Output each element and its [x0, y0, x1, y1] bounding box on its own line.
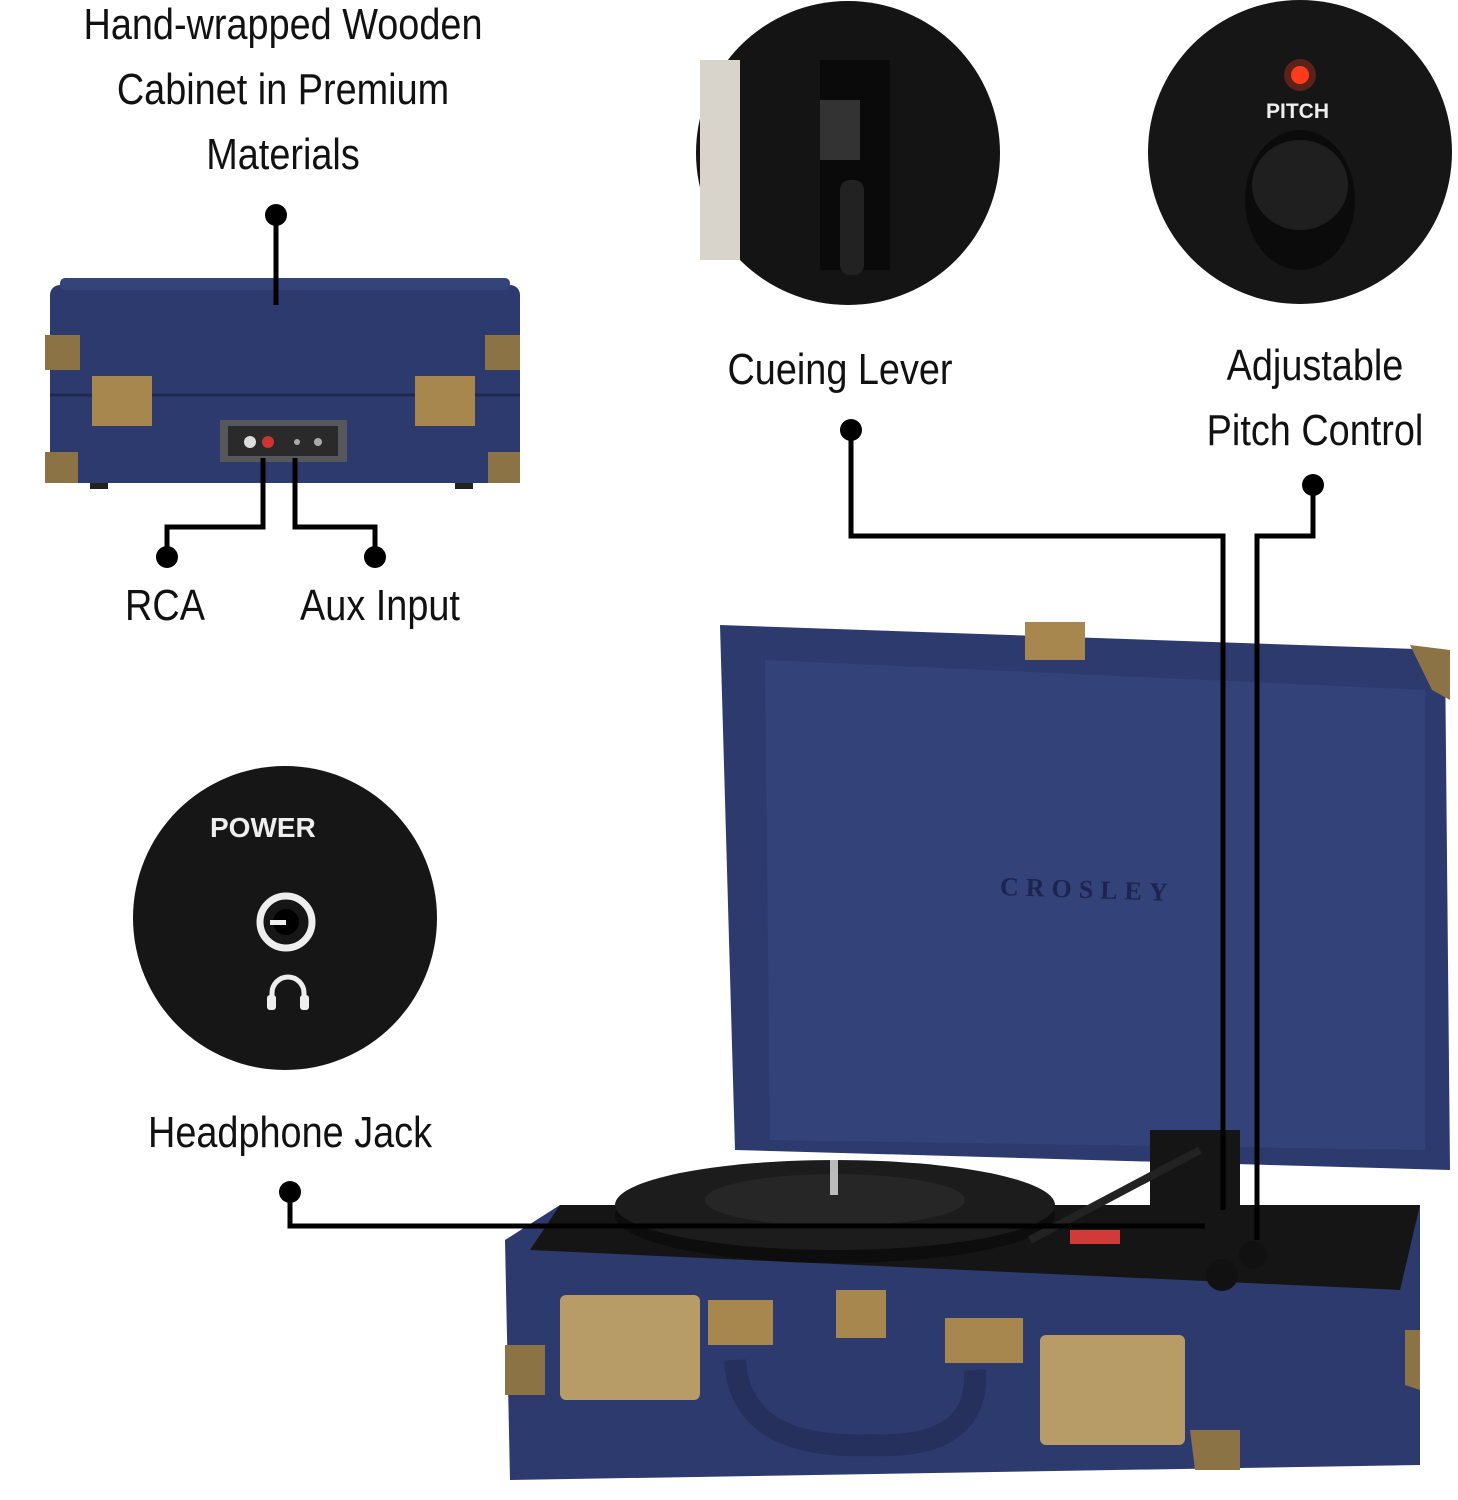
cueing-lever-callout: Cueing Lever — [727, 345, 953, 394]
pitch-control-callout: Adjustable Pitch Control — [1186, 333, 1444, 463]
turntable-open — [505, 622, 1450, 1480]
aux-input-callout: Aux Input — [300, 581, 460, 630]
callout-dots — [156, 204, 1324, 1203]
headphone-jack-callout: Headphone Jack — [147, 1108, 433, 1157]
cabinet-callout: Hand-wrapped Wooden Cabinet in Premium M… — [68, 0, 498, 187]
cabinet-callout-line-1: Hand-wrapped Wooden — [83, 0, 483, 49]
pitch-control-closeup — [1148, 0, 1452, 304]
callout-lines — [164, 215, 1316, 1240]
headphone-icon — [269, 974, 307, 1005]
rca-callout: RCA — [125, 581, 205, 630]
power-headphone-closeup — [133, 766, 437, 1070]
pitch-callout-line-1: Adjustable — [1226, 341, 1404, 390]
cabinet-callout-line-2: Cabinet in Premium — [116, 65, 450, 114]
cabinet-callout-line-3: Materials — [206, 130, 360, 179]
cueing-lever-closeup — [696, 1, 1000, 305]
pitch-callout-line-2: Pitch Control — [1206, 406, 1424, 455]
rear-view-case — [45, 278, 520, 489]
pitch-label: PITCH — [1266, 100, 1329, 123]
power-label: POWER — [210, 812, 316, 843]
brand-logo: CROSLEY — [999, 871, 1176, 908]
